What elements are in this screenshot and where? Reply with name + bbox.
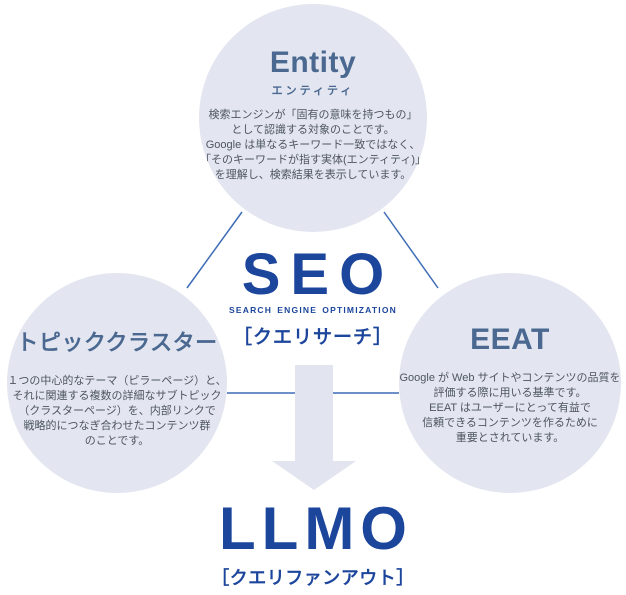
topic-cluster-description: １つの中心的なテーマ（ピラーページ）と、 それに関連する複数の詳細なサブトピック… [7, 375, 227, 447]
eeat-title: EEAT [470, 323, 550, 356]
connector-top-right [383, 211, 439, 289]
eeat-circle: EEAT Google が Web サイトやコンテンツの品質を 評価する際に用い… [399, 273, 621, 493]
llmo-bottom-block: LLMO ［クエリファンアウト］ [163, 499, 463, 590]
entity-circle: Entity エンティティ 検索エンジンが「固有の意味を持つもの」 として認識す… [199, 4, 427, 232]
seo-word-search: SEARCH [229, 305, 273, 315]
down-arrow-shape [272, 365, 356, 490]
llmo-query-fanout-label: ［クエリファンアウト］ [211, 568, 415, 588]
eeat-description: Google が Web サイトやコンテンツの品質を 評価する際に用いる基準です… [399, 372, 621, 444]
topic-cluster-circle: トピッククラスター １つの中心的なテーマ（ピラーページ）と、 それに関連する複数… [7, 273, 227, 493]
connector-top-left [186, 211, 243, 289]
seo-word-engine: ENGINE [277, 305, 318, 315]
seo-word-optimization: OPTIMIZATION [322, 305, 397, 315]
seo-query-search-label: ［クエリサーチ］ [232, 327, 393, 348]
entity-title: Entity [269, 46, 357, 79]
seo-title: SEO [241, 242, 395, 307]
seo-center-block: SEO SEARCH ENGINE OPTIMIZATION ［クエリサーチ］ [163, 246, 463, 349]
llmo-title: LLMO [219, 495, 413, 562]
entity-description: 検索エンジンが「固有の意味を持つもの」 として認識する対象のことです。 Goog… [199, 109, 426, 181]
topic-cluster-title: トピッククラスター [16, 330, 218, 355]
seo-acronym-words: SEARCH ENGINE OPTIMIZATION [229, 305, 397, 315]
entity-subtitle: エンティティ [271, 85, 355, 97]
